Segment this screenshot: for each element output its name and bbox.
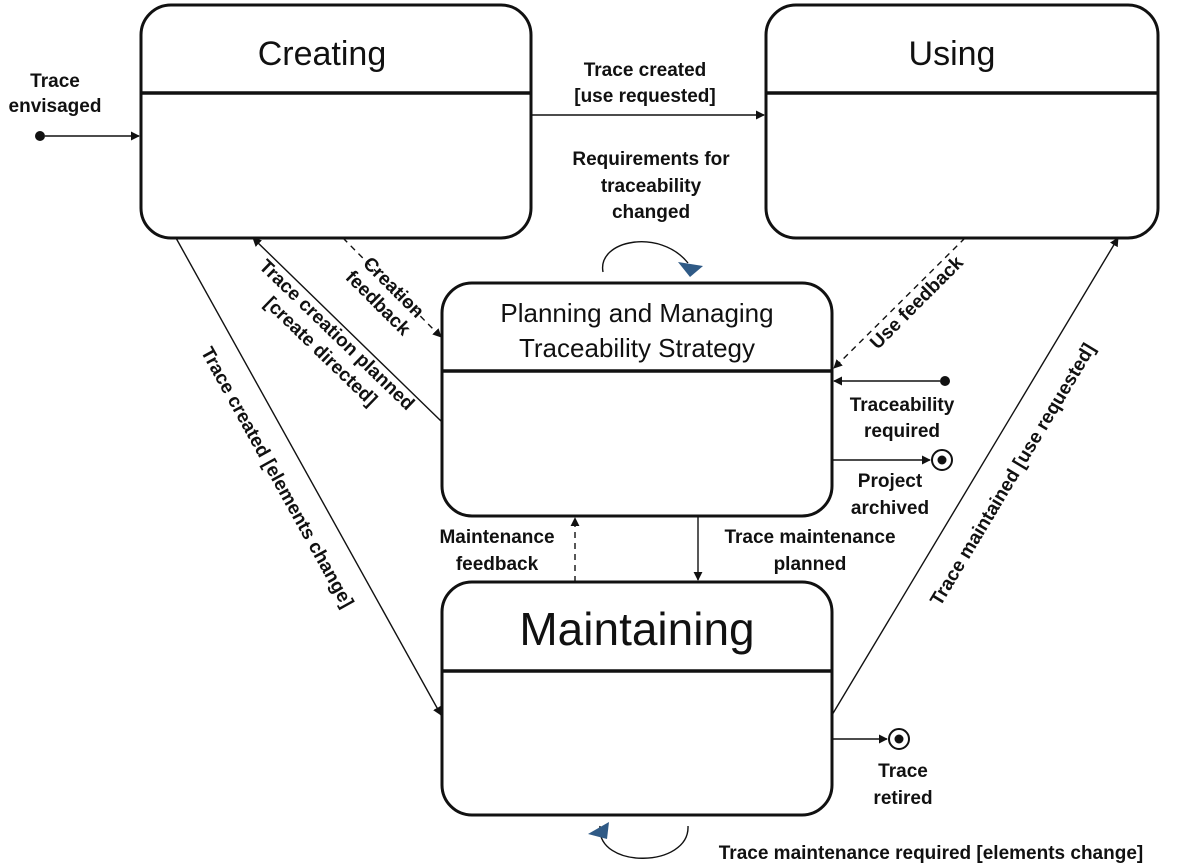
label-trace-created-2: [use requested] [574, 86, 715, 107]
state-maintaining-title: Maintaining [519, 603, 754, 655]
edge-creation-feedback [342, 237, 442, 338]
label-created-elements-change-text: Trace created [elements change] [196, 344, 357, 612]
self-loop-planning [602, 241, 703, 277]
state-using: Using [764, 3, 1160, 240]
label-maintained-use-requested: Trace maintained [use requested] [927, 340, 1101, 610]
label-created-elements-change: Trace created [elements change] [196, 344, 357, 612]
state-creating: Creating [139, 3, 533, 240]
final-node-project-archived [931, 449, 953, 471]
label-use-feedback-text: Use feedback [866, 252, 968, 354]
label-trace-created-1: Trace created [584, 60, 707, 81]
state-creating-title: Creating [258, 35, 387, 73]
label-use-feedback: Use feedback [866, 252, 968, 354]
label-maintenance-feedback-2: feedback [456, 554, 539, 575]
label-trace-envisaged-2: envisaged [9, 96, 102, 117]
label-maintenance-planned-2: planned [774, 554, 847, 575]
final-node-trace-retired [888, 728, 910, 750]
label-maintained-use-requested-text: Trace maintained [use requested] [927, 340, 1101, 610]
label-req-changed-2: traceability [601, 176, 702, 197]
label-trace-envisaged-1: Trace [30, 71, 80, 92]
label-req-changed-1: Requirements for [572, 149, 730, 170]
label-maintenance-feedback-1: Maintenance [439, 527, 554, 548]
initial-node-traceability-required [940, 376, 950, 386]
state-using-title: Using [909, 35, 996, 73]
label-project-archived-2: archived [851, 498, 929, 519]
label-trace-retired-2: retired [873, 788, 932, 809]
edge-maintained-use-requested [831, 237, 1119, 716]
edge-trace-creation-planned [252, 237, 443, 423]
label-traceability-required-2: required [864, 421, 940, 442]
label-creation-feedback: Creation feedback [341, 253, 428, 340]
state-planning-title-line2: Traceability Strategy [519, 333, 755, 363]
label-maintenance-required: Trace maintenance required [elements cha… [719, 843, 1144, 864]
edge-created-elements-change [175, 237, 442, 716]
label-project-archived-1: Project [858, 471, 923, 492]
label-traceability-required-1: Traceability [850, 395, 955, 416]
label-maintenance-planned-1: Trace maintenance [724, 527, 895, 548]
state-planning-title-line1: Planning and Managing [500, 298, 773, 328]
state-maintaining: Maintaining [440, 580, 834, 817]
state-planning: Planning and Managing Traceability Strat… [440, 281, 834, 518]
label-trace-retired-1: Trace [878, 761, 928, 782]
self-loop-maintaining [588, 822, 689, 859]
edge-use-feedback [833, 237, 966, 369]
initial-node-trace-envisaged [35, 131, 45, 141]
label-req-changed-3: changed [612, 202, 690, 223]
